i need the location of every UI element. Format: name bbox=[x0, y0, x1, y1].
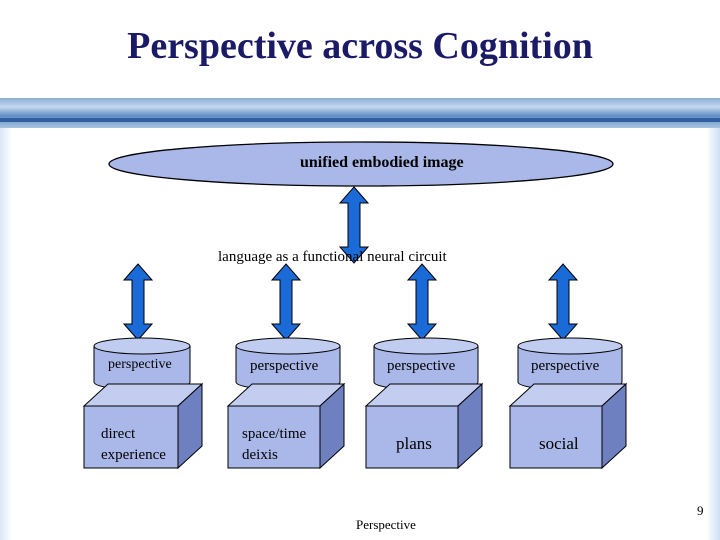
column-3-cylinder bbox=[373, 337, 479, 391]
slide-footer: Perspective bbox=[356, 517, 416, 532]
column-2-cylinder bbox=[235, 337, 341, 391]
column-1-cube-line-1: direct bbox=[101, 426, 136, 442]
slide-number: 9 bbox=[697, 503, 704, 518]
column-4-cube-label: social bbox=[539, 434, 579, 453]
column-3-double-arrow bbox=[407, 263, 437, 341]
right-rail bbox=[706, 128, 720, 540]
header-bar bbox=[0, 98, 720, 128]
middle-label: language as a functional neural circuit bbox=[218, 249, 447, 265]
column-4-cube bbox=[508, 382, 628, 470]
unified-image-ellipse bbox=[108, 141, 614, 187]
slide-title: Perspective across Cognition bbox=[127, 25, 593, 67]
column-2-cube-line-2: deixis bbox=[242, 447, 278, 463]
column-1-cube bbox=[82, 382, 204, 470]
column-1-cube-line-2: experience bbox=[101, 447, 166, 463]
column-4-cylinder-label: perspective bbox=[531, 358, 600, 374]
column-2-double-arrow bbox=[271, 263, 301, 341]
column-3-cylinder-label: perspective bbox=[387, 358, 456, 374]
top-node-label: unified embodied image bbox=[300, 154, 464, 171]
column-3-cube-label: plans bbox=[396, 434, 432, 453]
column-1-cylinder bbox=[93, 337, 191, 391]
left-rail bbox=[0, 128, 12, 540]
column-4-cylinder bbox=[517, 337, 623, 391]
column-1-double-arrow bbox=[123, 263, 153, 341]
column-2-cube bbox=[226, 382, 346, 470]
column-1-cylinder-label: perspective bbox=[108, 357, 172, 372]
column-2-cube-line-1: space/time bbox=[242, 426, 307, 442]
column-2-cylinder-label: perspective bbox=[250, 358, 319, 374]
header-bar-stripe bbox=[0, 118, 720, 122]
column-4-double-arrow bbox=[548, 263, 578, 341]
column-3-cube bbox=[364, 382, 484, 470]
